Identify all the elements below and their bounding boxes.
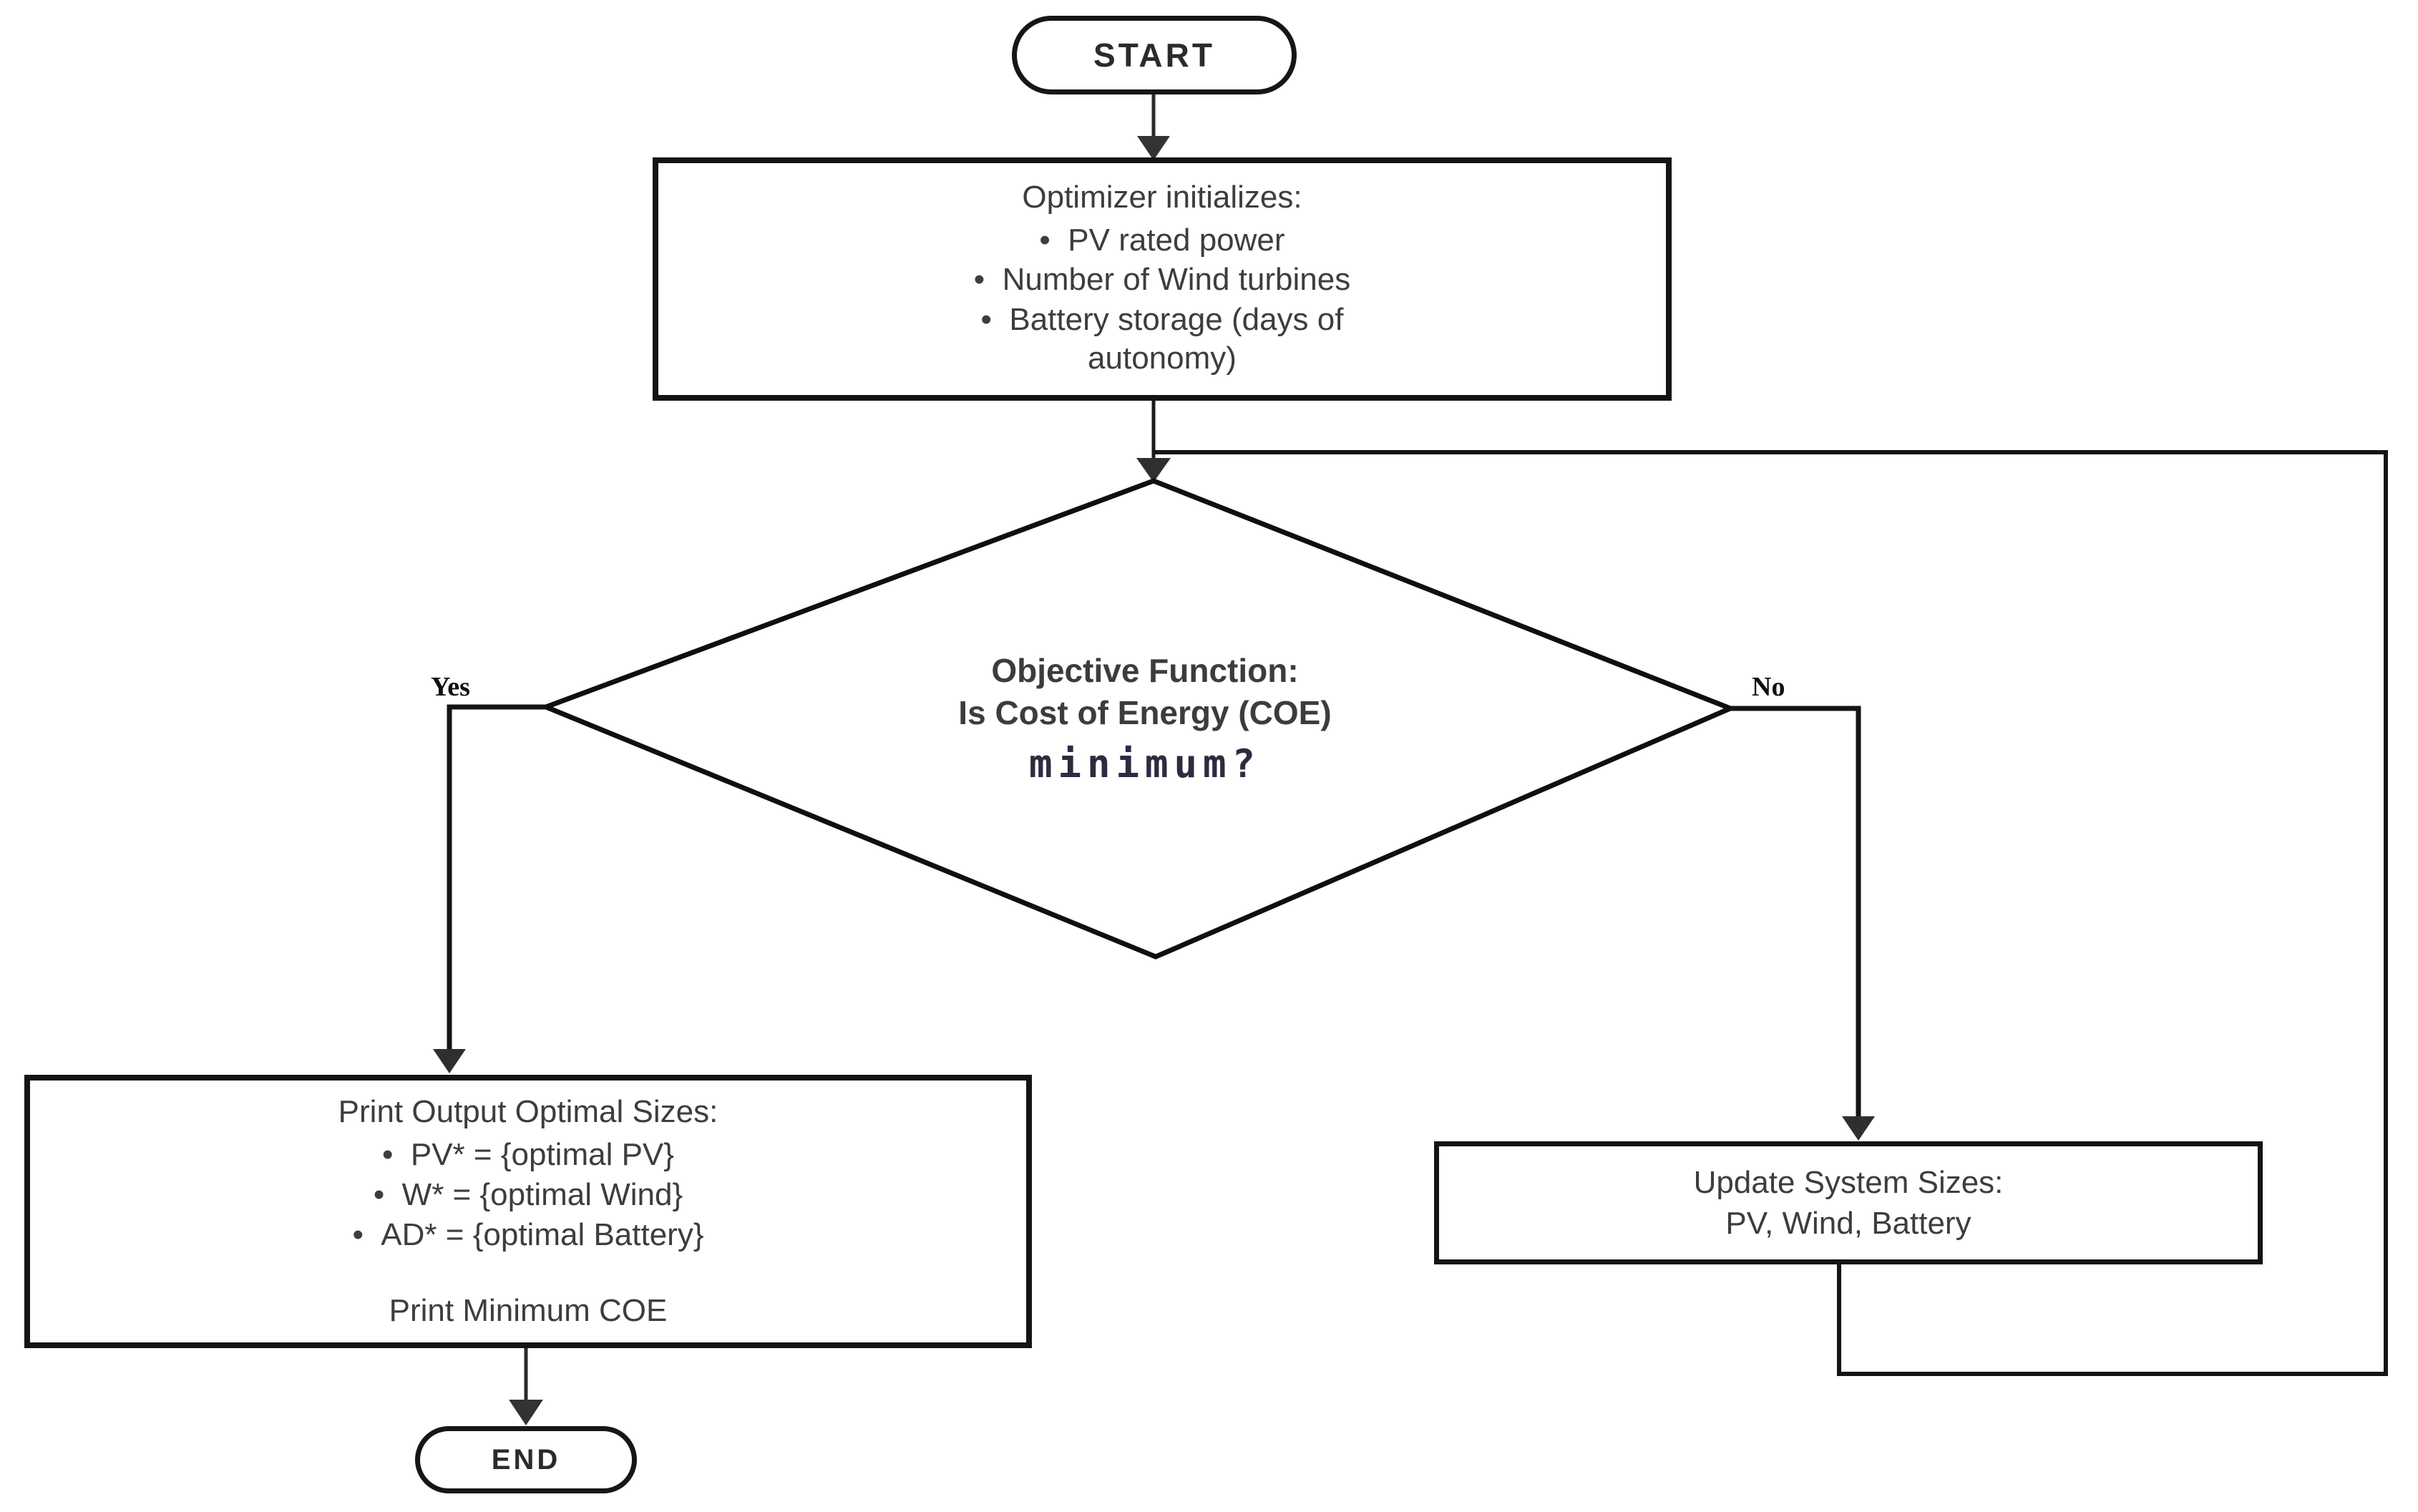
output-box-footer: Print Minimum COE <box>389 1292 668 1328</box>
start-node: START <box>1012 16 1297 94</box>
start-label: START <box>1093 36 1215 74</box>
init-bullet-pv: PV rated power <box>933 221 1391 260</box>
decision-node-text: Objective Function: Is Cost of Energy (C… <box>751 650 1539 786</box>
update-process-box: Update System Sizes: PV, Wind, Battery <box>1434 1141 2263 1264</box>
init-process-box: Optimizer initializes: PV rated power Nu… <box>653 157 1672 401</box>
decision-line-3: minimum? <box>1028 741 1262 786</box>
decision-diamond-shape <box>539 478 1737 960</box>
arrowhead-into-end <box>509 1400 543 1425</box>
connector-yes-branch <box>447 704 546 1050</box>
init-bullet-wind: Number of Wind turbines <box>933 260 1391 299</box>
update-box-line-1: Update System Sizes: <box>1693 1164 2004 1200</box>
output-process-box: Print Output Optimal Sizes: PV* = {optim… <box>24 1075 1032 1348</box>
output-bullet-wind: W* = {optimal Wind} <box>352 1176 703 1214</box>
update-box-line-2: PV, Wind, Battery <box>1725 1206 1971 1241</box>
arrowhead-into-init-box <box>1137 136 1170 160</box>
arrowhead-into-decision <box>1136 458 1171 482</box>
end-node: END <box>415 1426 637 1493</box>
init-bullet-battery: Battery storage (days of autonomy) <box>933 301 1391 377</box>
init-box-bullet-list: PV rated power Number of Wind turbines B… <box>933 220 1391 379</box>
init-box-title: Optimizer initializes: <box>1022 179 1302 215</box>
connector-feedback-loop <box>1154 450 2388 1376</box>
yes-branch-label: Yes <box>431 672 470 702</box>
output-bullet-pv: PV* = {optimal PV} <box>352 1136 703 1174</box>
decision-line-2: Is Cost of Energy (COE) <box>958 693 1332 731</box>
output-bullet-battery: AD* = {optimal Battery} <box>352 1216 703 1254</box>
arrowhead-into-update-box <box>1842 1116 1875 1141</box>
no-branch-label: No <box>1752 672 1785 702</box>
connector-no-branch <box>1730 706 1861 1118</box>
output-box-title: Print Output Optimal Sizes: <box>338 1094 718 1130</box>
output-box-bullet-list: PV* = {optimal PV} W* = {optimal Wind} A… <box>352 1134 703 1255</box>
end-label: END <box>491 1443 561 1476</box>
arrowhead-into-output-box <box>433 1049 466 1073</box>
decision-line-1: Objective Function: <box>991 652 1299 689</box>
